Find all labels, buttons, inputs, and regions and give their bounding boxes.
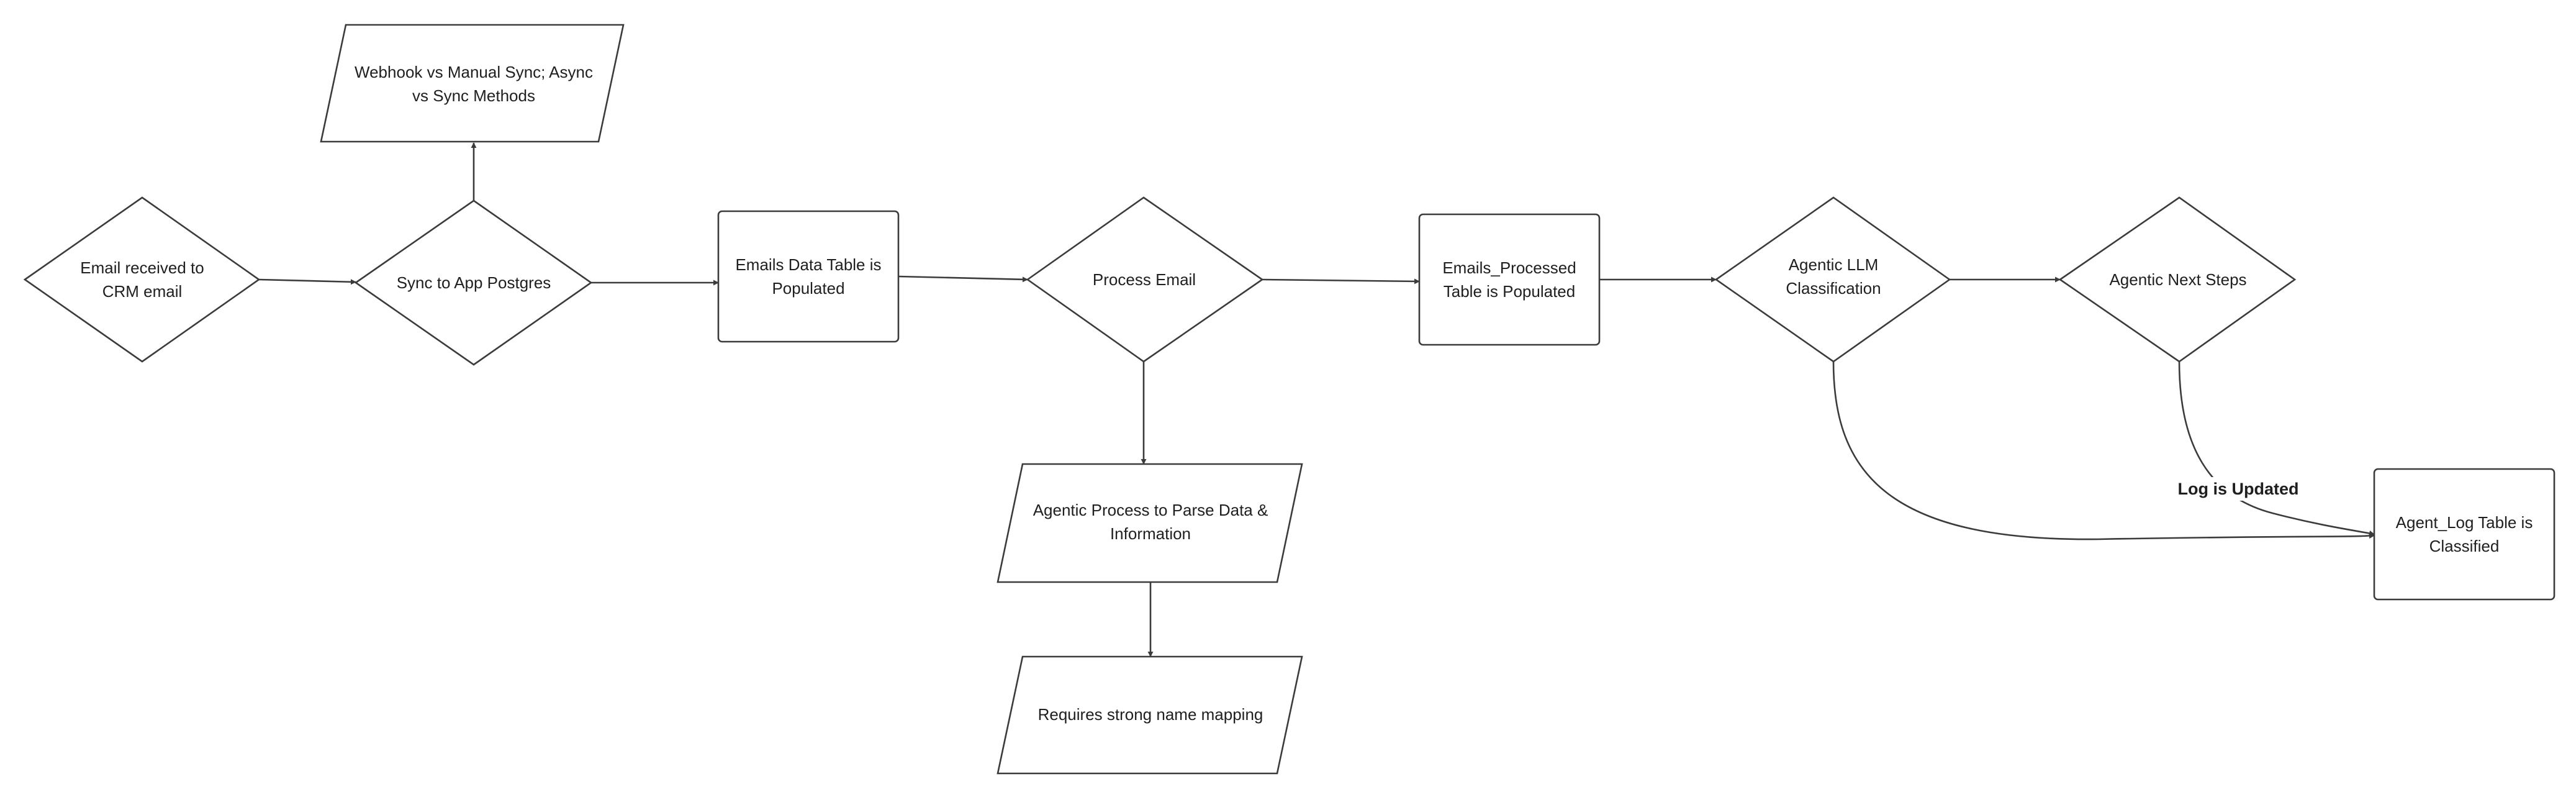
node-shape-next-steps: [2058, 196, 2297, 363]
node-process-email: Process Email: [1092, 270, 1196, 289]
node-emails-processed: Emails_Processed Table is Populated: [1442, 258, 1576, 301]
edge-email-to-sync: [258, 278, 356, 285]
node-parse-data: Agentic Process to Parse Data & Informat…: [1033, 501, 1268, 543]
edge-label-log-updated: Log is Updated: [2173, 477, 2303, 501]
node-next-steps: Agentic Next Steps: [2109, 270, 2247, 289]
node-emails-table: Emails Data Table is Populated: [735, 255, 882, 298]
node-email-received: Email received to CRM email: [80, 258, 204, 301]
node-agent-log: Agent_Log Table is Classified: [2395, 513, 2533, 555]
node-shape-parse-data: [997, 463, 1303, 583]
node-shape-emails-table: [717, 210, 900, 343]
node-webhook-sync: Webhook vs Manual Sync; Async vs Sync Me…: [355, 63, 593, 105]
edge-llm-to-agent-log: [1832, 361, 2375, 540]
node-shape-process-email: [1026, 196, 1264, 363]
edge-emails-table-to-process: [898, 275, 1028, 283]
node-name-mapping: Requires strong name mapping: [1037, 705, 1263, 724]
node-shape-agent-log: [2373, 468, 2556, 601]
node-shape-name-mapping: [997, 655, 1303, 775]
node-shape-sync-postgres: [354, 199, 593, 366]
edge-next-steps-to-agent-log: [2178, 361, 2375, 536]
node-shape-email-received: [23, 196, 261, 363]
node-llm-classification: Agentic LLM Classification: [1786, 255, 1881, 298]
node-shape-llm-classification: [1714, 196, 1951, 363]
node-shape-emails-processed: [1418, 213, 1601, 346]
node-shape-webhook-sync: [320, 24, 625, 143]
edge-process-to-emails-processed: [1262, 278, 1420, 285]
node-sync-postgres: Sync to App Postgres: [396, 273, 551, 292]
